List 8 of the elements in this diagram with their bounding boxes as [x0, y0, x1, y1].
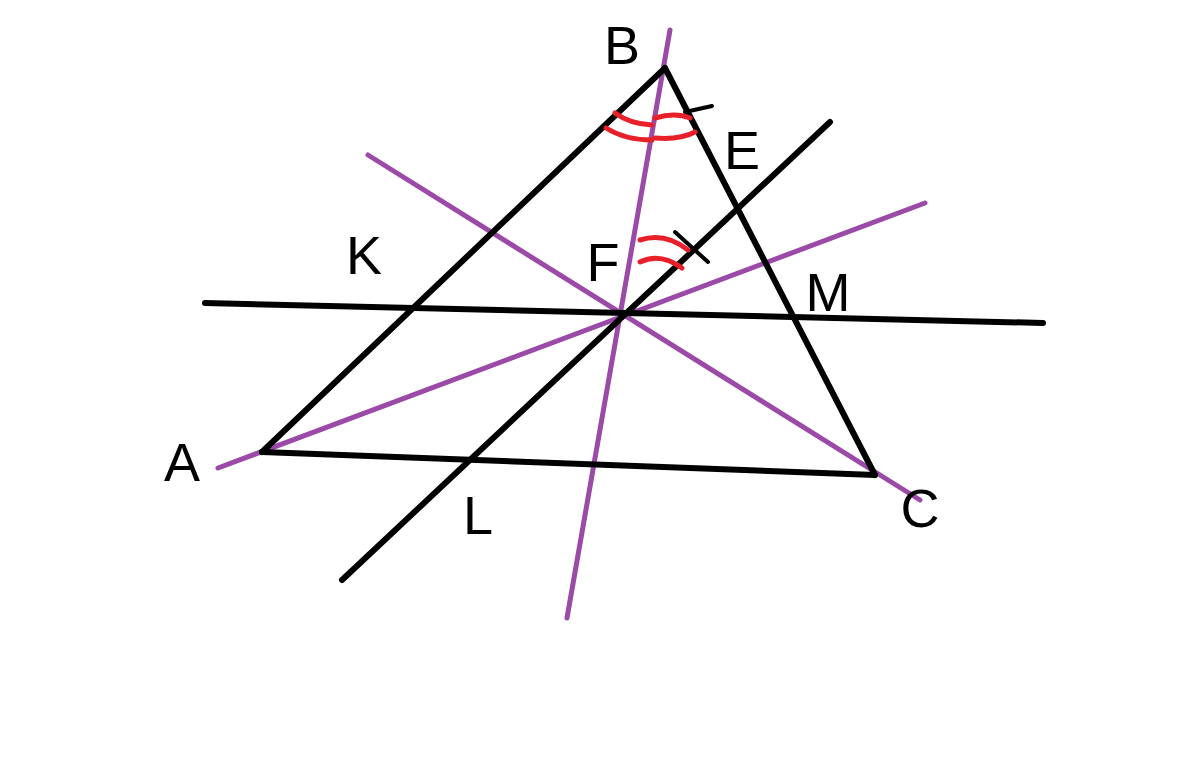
point-label: E: [724, 123, 760, 177]
point-label: M: [805, 265, 851, 319]
point-label: B: [604, 18, 640, 72]
point-label: L: [463, 488, 493, 542]
point-label: C: [900, 481, 940, 535]
point-label: F: [586, 235, 620, 289]
point-label: K: [346, 228, 382, 282]
point-label: A: [164, 435, 200, 489]
